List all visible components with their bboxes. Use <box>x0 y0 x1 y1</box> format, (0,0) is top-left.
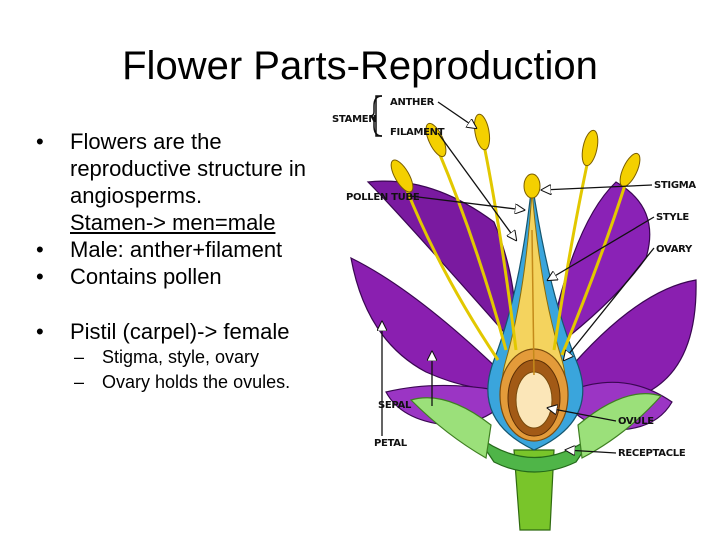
sepal-right <box>577 393 663 459</box>
bullet-list: • Flowers are the reproductive structure… <box>36 128 336 395</box>
label-pollen-tube: POLLEN TUBE <box>346 192 420 203</box>
sepal-left <box>409 397 492 459</box>
bullet-continuation: Stamen-> men=male <box>70 210 276 235</box>
petal-left <box>350 256 505 391</box>
ovule-shape <box>515 371 553 429</box>
pointer-lines <box>382 101 655 453</box>
label-filament: FILAMENT <box>390 127 445 138</box>
label-ovary: OVARY <box>656 244 693 255</box>
bullet-item: • Flowers are the reproductive structure… <box>36 129 306 208</box>
slide-title: Flower Parts-Reproduction <box>122 44 598 88</box>
petal-right-back <box>551 181 651 346</box>
label-stigma: STIGMA <box>654 180 696 191</box>
petal-left-back <box>366 180 517 342</box>
stamens <box>390 113 641 361</box>
label-sepal: SEPAL <box>378 400 412 411</box>
sub-bullet-item: – Stigma, style, ovary <box>74 347 260 367</box>
bullet-item: • Pistil (carpel)-> female <box>36 319 290 344</box>
label-petal: PETAL <box>374 438 408 449</box>
label-receptacle: RECEPTACLE <box>618 448 686 459</box>
label-anther: ANTHER <box>390 97 435 108</box>
label-style: STYLE <box>656 212 689 223</box>
label-ovule: OVULE <box>618 416 654 427</box>
flower-diagram: STAMEN ANTHER FILAMENT POLLEN TUBE STIGM… <box>332 95 697 531</box>
sub-bullet-item: – Ovary holds the ovules. <box>74 372 291 392</box>
bullet-item: • Contains pollen <box>36 264 222 289</box>
label-stamen: STAMEN <box>332 114 376 125</box>
bullet-item: • Male: anther+filament <box>36 237 283 262</box>
stigma-shape <box>523 173 541 199</box>
